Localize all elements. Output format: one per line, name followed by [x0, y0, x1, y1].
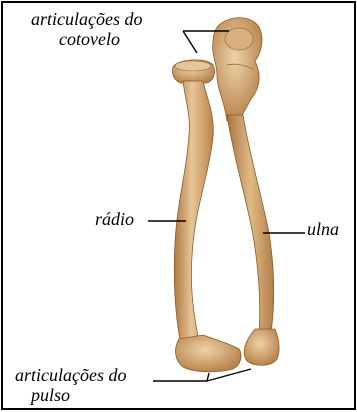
radius-shaft: [174, 81, 213, 345]
radius-distal-end: [176, 335, 241, 372]
elbow-joints-label-line2: cotovelo: [31, 29, 142, 49]
elbow-joints-label-line1: articulações do: [31, 9, 142, 29]
wrist-joints-label: articulações do pulso: [15, 365, 126, 405]
ulna-distal-end: [244, 329, 279, 365]
elbow-joints-label: articulações do cotovelo: [31, 9, 142, 49]
forearm-bones-illustration: [3, 3, 354, 408]
ulna-shaft: [227, 115, 274, 333]
wrist-joints-label-line1: articulações do: [15, 365, 126, 385]
wrist-joints-label-line2: pulso: [15, 385, 126, 405]
radius-label: rádio: [95, 209, 134, 229]
ulna-bone: [213, 18, 280, 366]
ulna-label: ulna: [307, 219, 339, 239]
